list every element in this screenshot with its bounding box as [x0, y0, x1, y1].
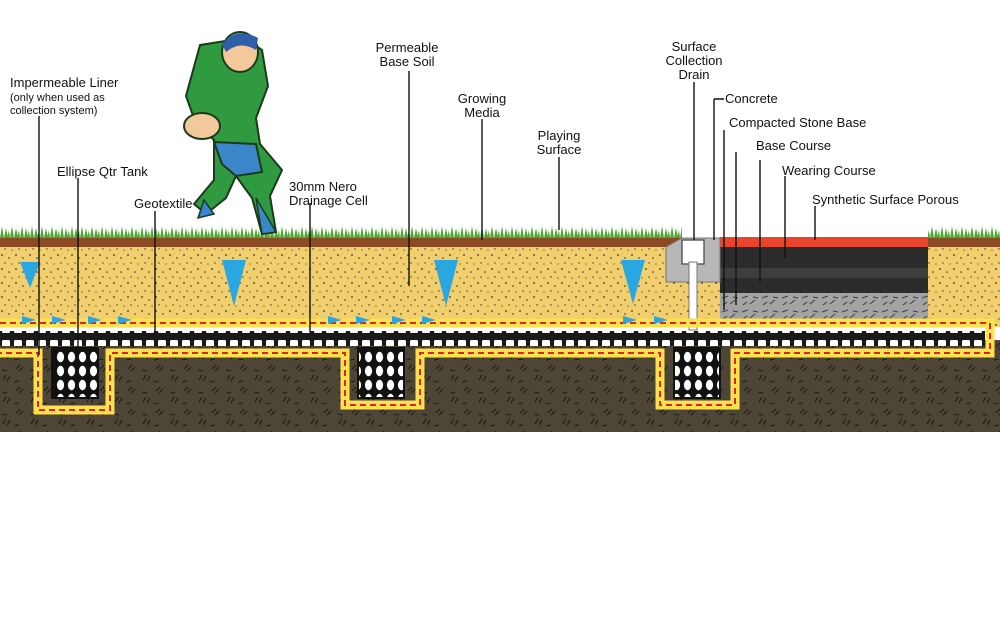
growing-media-layer-right [928, 238, 1000, 247]
label-geotextile: Geotextile [134, 196, 193, 211]
label-permeable-base-soil: Base Soil [380, 54, 435, 69]
label-surface-collection-drain: Collection [665, 53, 722, 68]
label-surface-collection-drain: Surface [672, 39, 717, 54]
ellipse-tank-icon [357, 347, 405, 399]
water-flow-arrow-icon [434, 260, 458, 306]
water-flow-arrow-icon [88, 316, 102, 324]
leader-lines [38, 71, 816, 356]
water-flow-arrow-icon [621, 260, 645, 304]
label-drainage-cell: 30mm Nero [289, 179, 357, 194]
water-flow-arrow-icon [20, 262, 40, 288]
label-drainage-cell: Drainage Cell [289, 193, 368, 208]
water-flow-arrow-icon [422, 316, 436, 324]
playing-surface-grass-right [928, 224, 1000, 239]
growing-media-layer [0, 238, 682, 247]
water-flow-arrow-icon [654, 316, 668, 324]
water-flow-arrow-icon [22, 316, 36, 324]
label-synthetic-surface: Synthetic Surface Porous [812, 192, 959, 207]
label-impermeable-liner-note: collection system) [10, 105, 97, 117]
label-playing-surface: Surface [537, 142, 582, 157]
label-ellipse-tank: Ellipse Qtr Tank [57, 164, 148, 179]
label-wearing-course: Wearing Course [782, 163, 876, 178]
label-base-course: Base Course [756, 138, 831, 153]
ellipse-tank-icon [673, 347, 721, 399]
label-concrete: Concrete [725, 91, 778, 106]
rugby-player-icon [183, 31, 284, 236]
drain-pipe [688, 261, 698, 331]
geotextile-line [0, 322, 991, 411]
water-flow-arrow-icon [392, 316, 406, 324]
label-surface-collection-drain: Drain [678, 67, 709, 82]
ellipse-tank-icon [51, 347, 99, 399]
drainage-cell-icon [0, 331, 985, 346]
water-flow-arrow-icon [356, 316, 370, 324]
label-growing-media: Media [464, 105, 500, 120]
label-permeable-base-soil: Permeable [376, 40, 439, 55]
water-flow-arrow-icon [118, 316, 132, 324]
label-impermeable-liner: Impermeable Liner [10, 75, 119, 90]
water-flow-arrow-icon [52, 316, 66, 324]
label-impermeable-liner-note: (only when used as [10, 92, 105, 104]
water-flow-arrows [20, 260, 668, 324]
water-flow-arrow-icon [328, 316, 342, 324]
water-flow-arrow-icon [222, 260, 246, 306]
label-playing-surface: Playing [538, 128, 581, 143]
wearing-course-layer [720, 237, 928, 247]
base-course-band [720, 268, 928, 278]
water-flow-arrow-icon [623, 316, 637, 324]
playing-surface-grass [0, 224, 682, 239]
label-compacted-stone-base: Compacted Stone Base [729, 115, 866, 130]
labels: Impermeable Liner (only when used as col… [10, 39, 959, 211]
surface-collection-drain [681, 239, 705, 265]
label-growing-media: Growing [458, 91, 506, 106]
